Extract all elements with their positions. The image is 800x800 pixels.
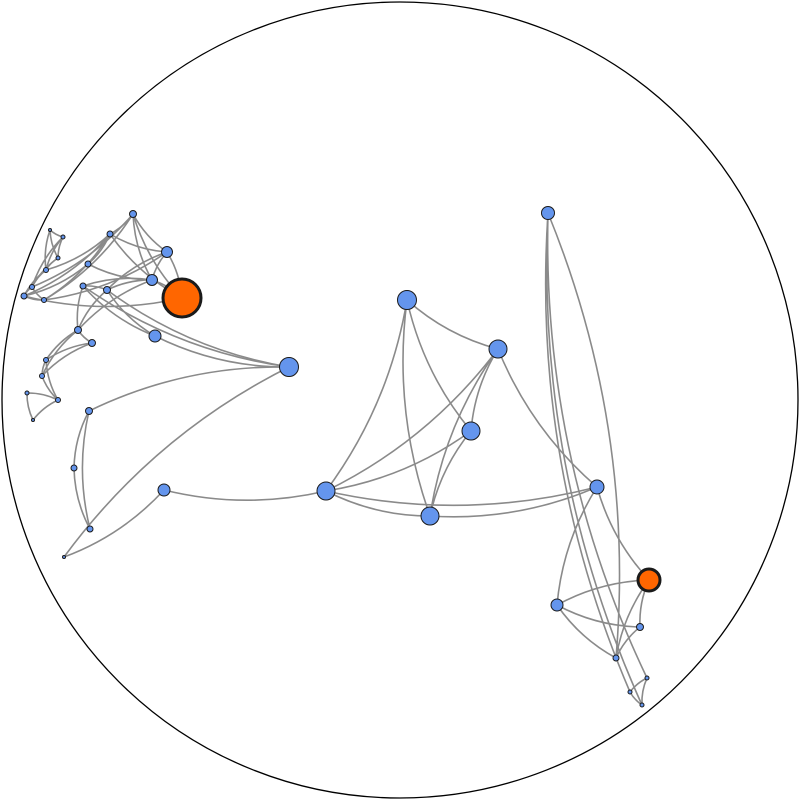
graph-edge bbox=[402, 299, 431, 517]
graph-edge bbox=[45, 359, 59, 401]
graph-edge bbox=[44, 229, 51, 271]
graph-node bbox=[79, 282, 87, 290]
graph-edge bbox=[556, 486, 598, 606]
graph-edge bbox=[325, 490, 431, 517]
edge-layer bbox=[23, 212, 650, 706]
graph-node bbox=[161, 246, 173, 258]
graph-edge bbox=[325, 486, 598, 507]
graph-node bbox=[74, 326, 82, 334]
graph-node bbox=[279, 357, 299, 377]
graph-node bbox=[43, 357, 49, 363]
graph-node bbox=[644, 675, 650, 681]
graph-edge bbox=[77, 289, 108, 331]
graph-node bbox=[639, 702, 645, 708]
graph-node bbox=[24, 390, 30, 396]
highlighted-node bbox=[636, 567, 662, 593]
graph-edge bbox=[325, 348, 499, 492]
graph-node bbox=[550, 598, 564, 612]
graph-edge bbox=[556, 604, 641, 628]
graph-edge bbox=[429, 430, 472, 517]
graph-node bbox=[29, 284, 35, 290]
graph-edge bbox=[154, 335, 290, 368]
graph-edge bbox=[43, 251, 168, 301]
graph-edge bbox=[106, 289, 156, 337]
graph-edge bbox=[32, 399, 59, 421]
graph-node bbox=[627, 689, 633, 695]
graph-edge bbox=[547, 212, 621, 659]
graph-node bbox=[20, 292, 28, 300]
graph-node bbox=[612, 654, 620, 662]
graph-node bbox=[39, 373, 45, 379]
graph-node bbox=[48, 228, 52, 232]
graph-edge bbox=[429, 486, 598, 518]
graph-edge bbox=[77, 279, 153, 331]
graph-edge bbox=[31, 213, 134, 288]
graph-node bbox=[488, 339, 508, 359]
graph-edge bbox=[641, 677, 648, 706]
graph-node bbox=[88, 339, 96, 347]
highlighted-node bbox=[161, 277, 203, 319]
graph-edge bbox=[63, 366, 290, 558]
graph-edge bbox=[406, 299, 472, 432]
graph-edge bbox=[470, 348, 499, 432]
graph-edge bbox=[82, 285, 290, 368]
graph-edge bbox=[63, 489, 165, 558]
graph-edge bbox=[23, 233, 111, 297]
graph-edge bbox=[73, 467, 91, 530]
graph-node bbox=[62, 555, 66, 559]
graph-node bbox=[461, 421, 481, 441]
graph-edge bbox=[629, 691, 643, 706]
graph-edge bbox=[325, 430, 472, 492]
graph-edge bbox=[546, 212, 648, 679]
graph-edge bbox=[81, 410, 91, 530]
graph-node bbox=[157, 483, 171, 497]
graph-node bbox=[70, 464, 78, 472]
graph-edge bbox=[45, 233, 111, 271]
node-layer bbox=[20, 206, 662, 708]
graph-edge bbox=[26, 392, 34, 421]
graph-edge bbox=[87, 263, 153, 281]
graph-edge bbox=[106, 251, 168, 291]
graph-node bbox=[148, 329, 162, 343]
graph-node bbox=[316, 481, 336, 501]
graph-node bbox=[146, 274, 158, 286]
graph-node bbox=[55, 397, 61, 403]
graph-edge bbox=[163, 489, 327, 502]
graph-edge bbox=[82, 285, 156, 337]
graph-node bbox=[129, 210, 137, 218]
graph-node bbox=[86, 525, 94, 533]
graph-node bbox=[636, 623, 644, 631]
graph-edge bbox=[429, 348, 499, 517]
graph-edge bbox=[325, 299, 408, 492]
graph-node bbox=[60, 234, 66, 240]
graph-node bbox=[31, 418, 35, 422]
graph-node bbox=[85, 407, 93, 415]
graph-node bbox=[420, 506, 440, 526]
graph-edge bbox=[43, 213, 134, 301]
graph-node bbox=[84, 260, 92, 268]
graph-edge bbox=[41, 342, 93, 377]
graph-node bbox=[106, 230, 114, 238]
graph-edge bbox=[406, 299, 499, 350]
graph-edge bbox=[73, 410, 90, 469]
graph-node bbox=[589, 479, 605, 495]
graph-node bbox=[541, 206, 555, 220]
graph-edge bbox=[544, 212, 631, 693]
graph-node bbox=[41, 297, 47, 303]
graph-node bbox=[55, 255, 61, 261]
graph-edge bbox=[45, 342, 93, 361]
graph-node bbox=[43, 267, 49, 273]
graph-edge bbox=[88, 366, 290, 412]
graph-edge bbox=[556, 604, 617, 659]
graph-node bbox=[103, 286, 111, 294]
graph-edge bbox=[41, 329, 79, 377]
graph-edge bbox=[596, 486, 650, 581]
graph-edge bbox=[132, 213, 153, 281]
graph-edge bbox=[545, 212, 643, 706]
graph-node bbox=[397, 290, 417, 310]
graph-edge bbox=[497, 348, 598, 488]
